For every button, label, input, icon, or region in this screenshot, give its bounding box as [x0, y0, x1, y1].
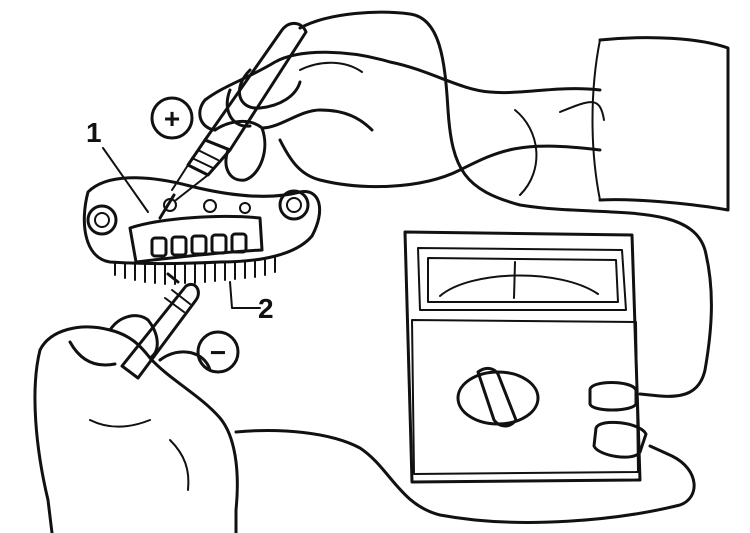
upper-hand-arm [198, 36, 730, 212]
multimeter [403, 230, 648, 484]
rectifier-assembly [82, 176, 322, 309]
positive-symbol: + [164, 103, 180, 134]
positive-marker [150, 96, 194, 140]
negative-lead-cable [234, 429, 696, 524]
callout-1-label: 1 [86, 117, 102, 148]
positive-lead-cable [298, 10, 713, 398]
negative-symbol: − [210, 337, 226, 368]
negative-probe [120, 272, 200, 380]
callout-2-label: 2 [258, 293, 274, 324]
negative-marker [196, 330, 240, 374]
callout-1-leader [102, 147, 149, 213]
lower-hand [33, 314, 239, 533]
